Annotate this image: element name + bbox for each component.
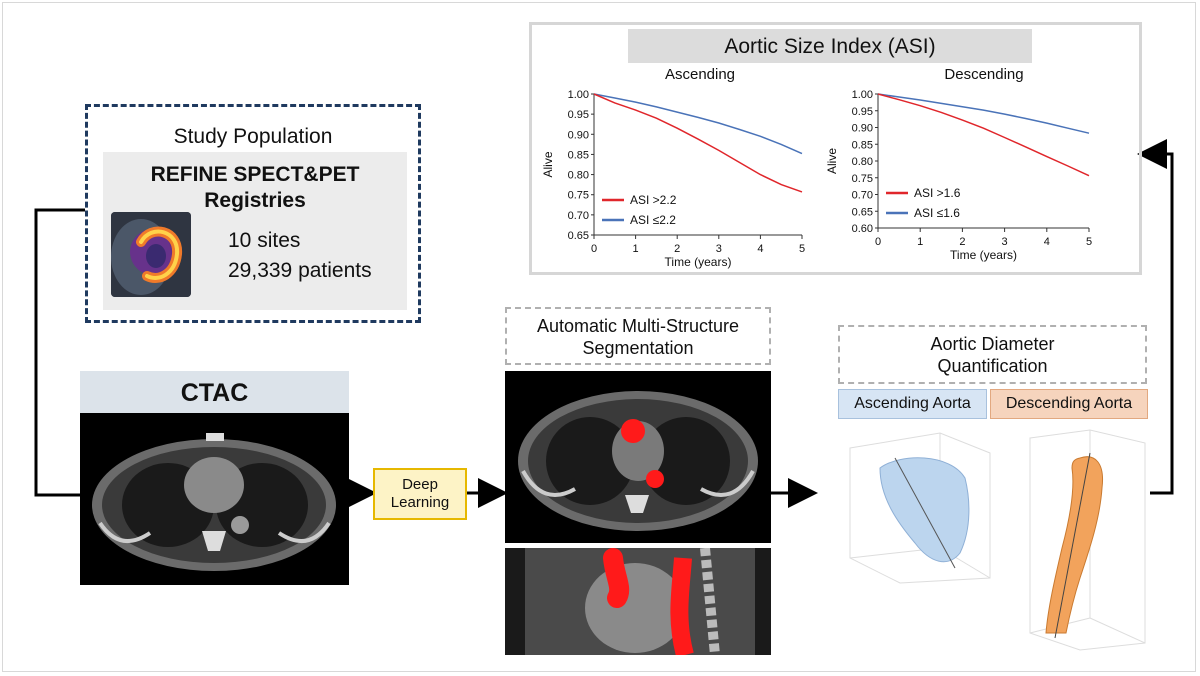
aortic-diameter-line1: Aortic Diameter	[930, 334, 1055, 354]
x-tick-label: 4	[757, 243, 763, 255]
asi-title: Aortic Size Index (ASI)	[628, 29, 1032, 63]
y-tick-label: 0.90	[568, 129, 589, 141]
x-tick-label: 4	[1044, 236, 1050, 248]
ascending-aorta-tag: Ascending Aorta	[838, 389, 987, 419]
x-tick-label: 2	[674, 243, 680, 255]
aortic-diameter-line2: Quantification	[937, 356, 1048, 376]
aortic-diameter-label: Aortic Diameter Quantification	[838, 325, 1147, 384]
ctac-axial-image	[80, 413, 349, 585]
spect-heart-image	[111, 212, 191, 297]
legend-label: ASI ≤1.6	[914, 206, 960, 220]
registry-panel: REFINE SPECT&PET Registries 10 sites 29,…	[103, 152, 407, 310]
registry-title-line2: Registries	[204, 189, 306, 212]
series-line-asi-1-6	[877, 93, 1090, 134]
legend-label: ASI >1.6	[914, 186, 961, 200]
x-tick-label: 0	[875, 236, 881, 248]
y-tick-label: 0.80	[852, 156, 873, 168]
x-tick-label: 5	[1086, 236, 1092, 248]
series-line-asi-2-2	[593, 93, 803, 193]
y-tick-label: 0.70	[568, 210, 589, 222]
registry-title: REFINE SPECT&PET Registries	[103, 162, 407, 214]
y-tick-label: 0.85	[568, 149, 589, 161]
patients-count: 29,339 patients	[228, 259, 372, 282]
legend-label: ASI ≤2.2	[630, 213, 676, 227]
segmentation-sagittal-image	[505, 547, 771, 658]
sites-count: 10 sites	[228, 229, 301, 252]
asi-panel: Aortic Size Index (ASI) Ascending 1.00 0.9…	[529, 22, 1142, 275]
y-tick-label: 0.85	[852, 139, 873, 151]
y-tick-label: 0.95	[852, 106, 873, 118]
deep-learning-line2: Learning	[390, 494, 450, 511]
y-axis-label-0: Alive	[541, 151, 555, 177]
deep-learning-line1: Deep	[402, 476, 438, 493]
study-population-title: Study Population	[173, 125, 333, 148]
y-tick-label: 0.60	[852, 223, 873, 235]
y-tick-label: 1.00	[852, 89, 873, 101]
descending-aorta-3d	[1020, 428, 1155, 653]
x-tick-label: 5	[799, 243, 805, 255]
y-tick-label: 0.65	[852, 206, 873, 218]
registry-title-line1: REFINE SPECT&PET	[150, 163, 360, 186]
ascending-aorta-3d	[840, 428, 1000, 586]
x-axis-label-1: Time (years)	[950, 248, 1017, 262]
y-tick-label: 0.70	[852, 190, 873, 202]
deep-learning-box: Deep Learning	[373, 468, 467, 520]
x-tick-label: 3	[716, 243, 722, 255]
x-tick-label: 3	[1002, 236, 1008, 248]
chart-title-0: Ascending	[665, 66, 735, 83]
y-tick-label: 0.80	[568, 170, 589, 182]
x-tick-label: 1	[633, 243, 639, 255]
segmentation-line1: Automatic Multi-Structure	[536, 316, 740, 336]
y-tick-label: 0.65	[568, 230, 589, 242]
x-axis-label-0: Time (years)	[665, 255, 732, 269]
chart-title-1: Descending	[944, 66, 1023, 83]
ctac-label: CTAC	[80, 371, 349, 413]
series-line-asi-1-6	[877, 93, 1090, 177]
study-population-box: Study Population REFINE SPECT&PET Regist…	[85, 104, 421, 323]
x-tick-label: 2	[959, 236, 965, 248]
y-tick-label: 0.95	[568, 109, 589, 121]
y-tick-label: 1.00	[568, 89, 589, 101]
y-tick-label: 0.90	[852, 123, 873, 135]
y-tick-label: 0.75	[852, 173, 873, 185]
segmentation-label: Automatic Multi-Structure Segmentation	[505, 307, 771, 365]
segmentation-axial-image	[505, 371, 771, 543]
descending-aorta-tag: Descending Aorta	[990, 389, 1148, 419]
segmentation-line2: Segmentation	[582, 338, 694, 358]
asi-charts: Ascending 1.00 0.95 0.90 0.85 0.80 0.75 0.70 0.6…	[541, 66, 1092, 269]
x-tick-label: 1	[917, 236, 923, 248]
legend-label: ASI >2.2	[630, 193, 677, 207]
y-axis-label-1: Alive	[825, 148, 839, 174]
y-tick-label: 0.75	[568, 190, 589, 202]
series-line-asi-2-2	[593, 93, 803, 155]
x-tick-label: 0	[591, 243, 597, 255]
